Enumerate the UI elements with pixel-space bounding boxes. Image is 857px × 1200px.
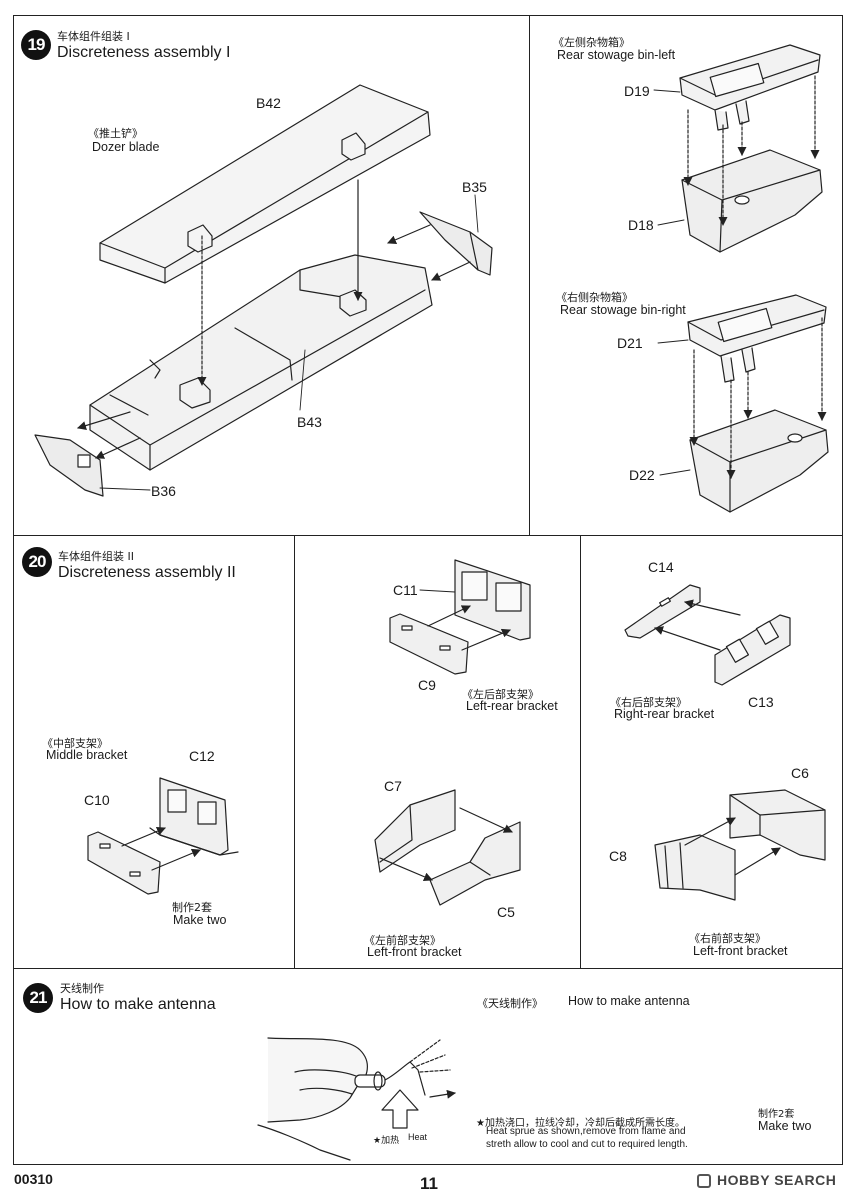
label-d19: D19 [624, 83, 650, 99]
c12-part [150, 778, 238, 855]
heat-arrow [382, 1090, 418, 1128]
c11-part [455, 560, 530, 640]
label-c10: C10 [84, 792, 110, 808]
watermark-text: HOBBY SEARCH [717, 1172, 837, 1188]
sprue [355, 1040, 456, 1099]
antenna-instruction-cn: ★加热浇口，拉线冷却，冷却后截成所需长度。 [476, 1118, 685, 1129]
right-front-bracket-label-cn: 《右前部支架》 [689, 932, 766, 945]
left-front-bracket-label-cn: 《左前部支架》 [364, 934, 441, 947]
label-d22: D22 [629, 467, 655, 483]
label-b43: B43 [297, 414, 322, 430]
page-number: 11 [420, 1174, 438, 1193]
middle-bracket-note-en: Make two [173, 913, 227, 927]
right-rear-bracket-label-en: Right-rear bracket [614, 707, 715, 721]
b36-part [35, 435, 103, 496]
label-c6: C6 [791, 765, 809, 781]
step19-arrows [77, 180, 470, 459]
step-20-title-cn: 车体组件组装 II [58, 550, 134, 563]
c9-part [390, 614, 468, 674]
label-d18: D18 [628, 217, 654, 233]
c10-part [88, 832, 160, 894]
step-21-title-cn: 天线制作 [60, 982, 104, 995]
step-20-number: 20 [22, 547, 52, 577]
stowage-right-arrows [689, 318, 827, 479]
dozer-blade-label-en: Dozer blade [92, 140, 160, 154]
b35-part [420, 212, 492, 275]
dozer-blade-label-cn: 《推土铲》 [88, 127, 143, 140]
label-d21: D21 [617, 335, 643, 351]
step-21-number: 21 [23, 983, 53, 1013]
stowage-left-label-en: Rear stowage bin-left [557, 48, 676, 62]
left-front-bracket-label-en: Left-front bracket [367, 945, 462, 959]
step-19-title-en: Discreteness assembly I [57, 44, 231, 61]
antenna-sub-cn: 《天线制作》 [477, 997, 543, 1010]
middle-bracket-note-cn: 制作2套 [172, 901, 212, 914]
antenna-instruction-en-1: Heat sprue as shown,remove from flame an… [486, 1126, 686, 1137]
c6-part [730, 790, 825, 860]
step-21-title-en: How to make antenna [60, 996, 216, 1013]
stowage-right-label-en: Rear stowage bin-right [560, 303, 686, 317]
heat-label-en: Heat [408, 1132, 428, 1142]
d19-lid [680, 45, 820, 130]
right-front-bracket-label-en: Left-front bracket [693, 944, 788, 958]
label-c14: C14 [648, 559, 674, 575]
right-rear-bracket-label-cn: 《右后部支架》 [610, 696, 687, 709]
leader-lines [100, 195, 478, 490]
antenna-instruction-en-2: streth allow to cool and cut to required… [486, 1139, 688, 1150]
label-c11: C11 [393, 582, 418, 598]
step-20-title-en: Discreteness assembly II [58, 564, 236, 581]
left-rear-bracket-label-cn: 《左后部支架》 [462, 688, 539, 701]
hand-drawing [258, 1038, 367, 1160]
label-b36: B36 [151, 483, 176, 499]
step21-panel [13, 968, 843, 1165]
label-c7: C7 [384, 778, 402, 794]
d22-box [690, 410, 828, 512]
c13-part [715, 615, 790, 685]
antenna-note-cn: 制作2套 [758, 1109, 795, 1120]
label-b42: B42 [256, 95, 281, 111]
middle-bracket-label-cn: 《中部支架》 [42, 737, 108, 750]
label-c13: C13 [748, 694, 774, 710]
middle-bracket-label-en: Middle bracket [46, 748, 128, 762]
c8-part [655, 835, 735, 900]
stowage-left-arrows [683, 76, 820, 226]
label-c8: C8 [609, 848, 627, 864]
b42-blade [100, 85, 430, 283]
label-c5: C5 [497, 904, 515, 920]
label-b35: B35 [462, 179, 487, 195]
antenna-sub-en: How to make antenna [568, 994, 690, 1008]
c14-part [625, 585, 700, 638]
c7-part [375, 790, 455, 872]
stowage-left-label-cn: 《左侧杂物箱》 [553, 36, 630, 49]
product-code: 00310 [14, 1171, 53, 1187]
antenna-note-en: Make two [758, 1119, 812, 1133]
left-rear-bracket-label-en: Left-rear bracket [466, 699, 558, 713]
c5-part [430, 822, 520, 905]
label-c12: C12 [189, 748, 215, 764]
d18-box [682, 150, 822, 252]
watermark-logo-icon [697, 1174, 711, 1188]
stowage-right-label-cn: 《右侧杂物箱》 [556, 291, 633, 304]
b43-body [90, 255, 432, 470]
step-19-number: 19 [21, 30, 51, 60]
d21-lid [688, 295, 826, 382]
step-19-title-cn: 车体组件组装 I [57, 30, 130, 43]
label-c9: C9 [418, 677, 436, 693]
heat-label-cn: ★加热 [373, 1136, 400, 1146]
